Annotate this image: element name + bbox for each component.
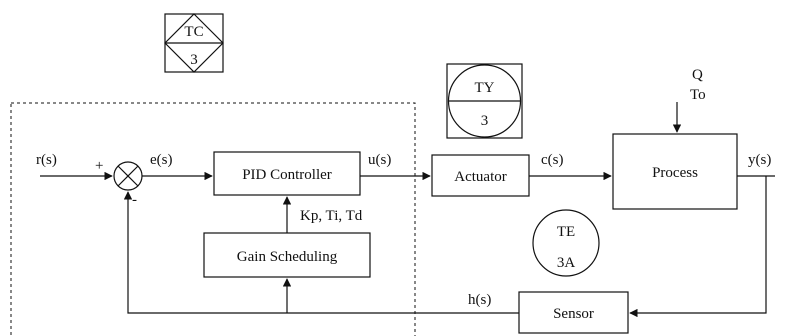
tc-tag: TC (184, 24, 203, 40)
actuator-label: Actuator (454, 169, 506, 185)
gain-scheduling-label: Gain Scheduling (237, 249, 338, 265)
actuated-signal-label: c(s) (541, 152, 564, 168)
output-signal-label: y(s) (748, 152, 771, 168)
tc-loop-number: 3 (190, 52, 198, 68)
ty-tag: TY (475, 80, 495, 96)
gains-label: Kp, Ti, Td (300, 208, 363, 224)
process-label: Process (652, 165, 698, 181)
sensor-label: Sensor (553, 306, 594, 322)
pid-controller-block (213, 151, 361, 196)
te-tag: TE (557, 224, 575, 240)
measured-signal-label: h(s) (468, 292, 491, 308)
te-loop-number: 3A (557, 255, 576, 271)
ty-instrument: TY 3 (446, 63, 523, 139)
controller-boundary (10, 102, 416, 336)
process-block (612, 133, 738, 210)
tc-instrument: TC 3 (164, 13, 224, 73)
error-signal-label: e(s) (150, 152, 173, 168)
control-signal-label: u(s) (368, 152, 391, 168)
reference-signal-label: r(s) (36, 152, 57, 168)
feedback-line (123, 191, 519, 314)
signal-lines (40, 102, 775, 318)
disturbance-flow-label: Q (692, 67, 703, 83)
te-instrument: TE 3A (532, 209, 600, 277)
pid-controller-label: PID Controller (242, 167, 332, 183)
minus-sign: - (132, 192, 137, 208)
output-to-sensor-line (629, 176, 767, 318)
disturbance-temperature-label: To (690, 87, 706, 103)
plus-sign: + (95, 158, 103, 174)
ty-loop-number: 3 (481, 113, 489, 129)
summing-junction-icon (113, 161, 143, 191)
